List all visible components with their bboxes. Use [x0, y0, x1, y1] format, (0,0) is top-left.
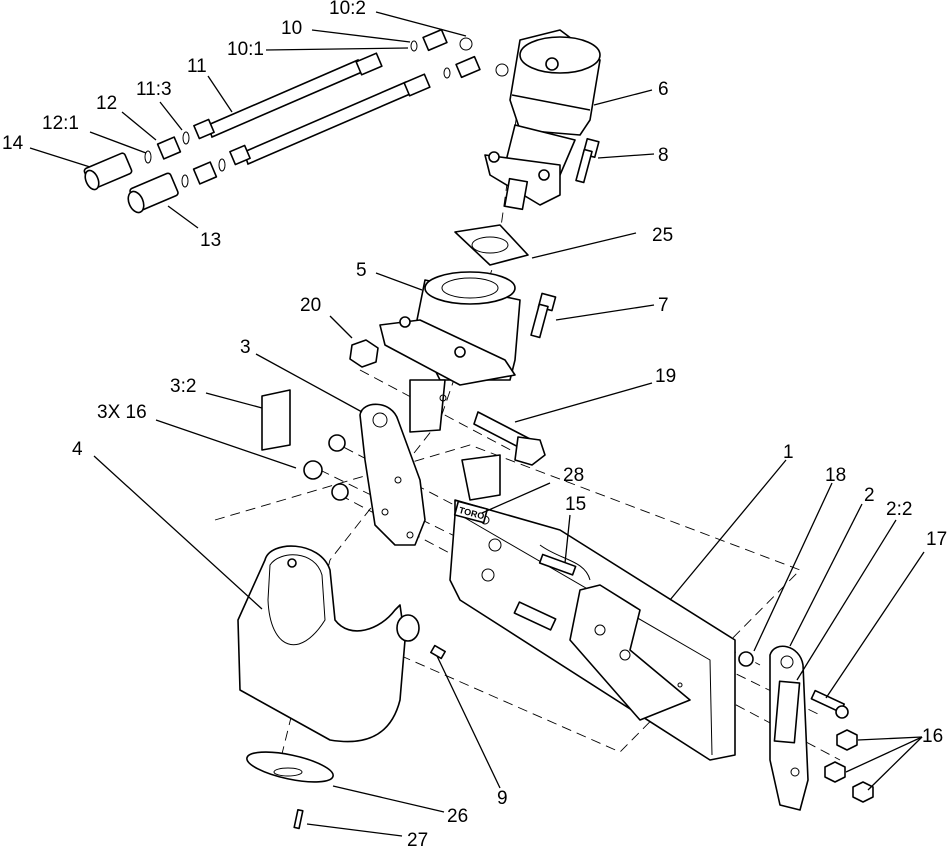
callout-3-2: 3:2 — [170, 376, 196, 397]
washer-18 — [738, 651, 754, 667]
callout-14: 14 — [2, 133, 24, 154]
fitting-11-3 — [156, 136, 182, 160]
callout-5: 5 — [356, 260, 367, 281]
callout-10-1: 10:1 — [227, 39, 264, 60]
callout-17: 17 — [926, 529, 947, 550]
hydraulic-motor — [484, 29, 601, 211]
callout-16: 16 — [922, 726, 943, 747]
lower-hose-crimp-left — [229, 144, 251, 166]
housing-cover-4 — [237, 545, 420, 743]
set-screw-9 — [430, 644, 446, 660]
nut-16-b — [824, 761, 846, 783]
decal-3-2 — [261, 389, 291, 451]
motor-mount-housing — [379, 271, 521, 433]
callout-26: 26 — [447, 806, 468, 827]
callout-6: 6 — [658, 79, 669, 100]
screw-27 — [293, 808, 304, 830]
o-ring-10-2 — [459, 37, 473, 51]
plate-26 — [246, 751, 334, 783]
gasket-25 — [454, 224, 529, 266]
o-ring-10-1 — [410, 40, 418, 52]
o-ring-12-1 — [144, 150, 152, 164]
callout-28: 28 — [563, 465, 584, 486]
fitting-lower — [192, 161, 218, 185]
lower-hose — [243, 80, 411, 166]
bolt-17 — [810, 689, 849, 719]
callout-12: 12 — [96, 93, 117, 114]
bolt-19 — [473, 411, 546, 466]
callout-15: 15 — [565, 494, 586, 515]
nut-16-a — [836, 729, 858, 751]
washer-16-b — [303, 460, 323, 480]
main-frame-1 — [449, 454, 736, 761]
callout-2: 2 — [864, 485, 875, 506]
leader-lines — [29, 11, 925, 837]
callout-4: 4 — [72, 439, 83, 460]
callout-20: 20 — [300, 295, 321, 316]
washer-16-a — [328, 434, 346, 452]
elbow-fitting-10 — [422, 28, 448, 52]
bolt-7 — [530, 292, 557, 339]
callout-3x16: 3X 16 — [97, 402, 147, 423]
pin-15 — [538, 553, 577, 576]
callout-9: 9 — [497, 788, 508, 809]
washer-16-c — [331, 483, 349, 501]
hose-assembly — [83, 28, 509, 214]
callout-2-2: 2:2 — [886, 499, 912, 520]
decal-2-2 — [773, 680, 801, 744]
motor-shaft — [503, 177, 529, 211]
elbow-fitting-lower — [455, 55, 481, 79]
nut-20 — [349, 339, 379, 368]
callout-11: 11 — [187, 56, 207, 77]
callout-27: 27 — [407, 830, 428, 851]
lower-hose-crimp-right — [403, 73, 431, 97]
upper-hose-crimp-left — [193, 118, 215, 140]
callout-7: 7 — [658, 295, 669, 316]
callout-1: 1 — [783, 442, 794, 463]
bolt-8 — [575, 137, 600, 184]
callout-12-1: 12:1 — [42, 113, 79, 134]
callout-8: 8 — [658, 145, 669, 166]
callout-18: 18 — [825, 465, 846, 486]
callout-3: 3 — [240, 337, 251, 358]
bracket-3 — [359, 403, 426, 546]
nut-16-c — [852, 781, 874, 803]
side-plate-2 — [769, 645, 809, 811]
upper-hose-crimp-right — [355, 52, 383, 76]
callout-19: 19 — [655, 366, 676, 387]
decal-28: TORO — [453, 500, 489, 524]
callout-11-3: 11:3 — [136, 79, 172, 100]
callout-13: 13 — [200, 230, 221, 251]
callout-25: 25 — [652, 225, 673, 246]
callout-10-2: 10:2 — [329, 0, 366, 19]
callout-10: 10 — [281, 18, 302, 39]
